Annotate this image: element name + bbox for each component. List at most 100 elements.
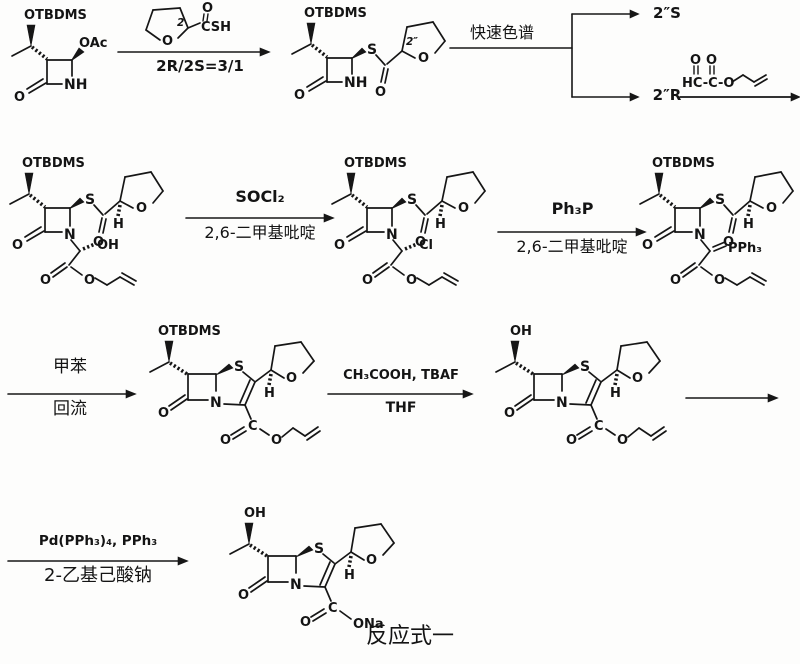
o-label: O [415,235,426,250]
wedge-bond [70,47,85,62]
reaction-arrow-4 [497,227,647,237]
otbdms-label: OTBDMS [652,156,715,171]
o-label: O [670,273,681,288]
h-label: H [743,217,754,232]
arrow-4-reagent: Ph₃P [551,199,594,218]
n-label: N [64,227,76,243]
arrow-3-condition: 2,6-二甲基吡啶 [204,223,316,242]
otbdms-label: OTBDMS [158,324,221,339]
arrow-5-condition: 回流 [53,399,87,419]
arrow-1-condition: 2R/2S=3/1 [156,57,244,75]
reaction-arrow-7 [685,393,779,403]
nh-label: NH [344,75,367,91]
oh-label: OH [244,506,266,521]
ring-o-label: O [418,51,429,66]
ring-o-label: O [136,201,147,216]
ring-o-label: O [366,553,377,568]
c-label: C [248,419,258,434]
hcco-label: HC-C-O [682,76,734,91]
otbdms-label: OTBDMS [24,8,87,23]
pph3-label: PPh₃ [728,241,762,256]
arrow-2-reagent: 快速色谱 [469,23,534,42]
s-label: S [715,192,725,208]
o-label: O [158,406,169,421]
ester-o-label: O [617,433,628,448]
h-label: H [435,217,446,232]
reaction-arrow-1 [117,47,271,57]
s-label: S [314,541,324,557]
c-label: C [328,601,338,616]
isomer-2r-label: 2″R [652,86,682,104]
structure-penem-sodium-salt: OH N O S O H C O ONa [229,506,395,632]
o-label: O [14,90,25,105]
reaction-arrow-8 [7,556,189,566]
c-label: C [594,419,604,434]
ring-o-label: O [286,371,297,386]
n-label: N [556,395,568,411]
ring-o-label: O [632,371,643,386]
o-label: O [642,238,653,253]
position-2-label: 2 [177,17,184,29]
ring-o-label: O [458,201,469,216]
n-label: N [210,395,222,411]
s-label: S [234,359,244,375]
o-label: O [566,433,577,448]
s-label: S [407,192,417,208]
oh-label: OH [510,324,532,339]
wedge-bond [26,24,36,47]
o-label: O [93,235,104,250]
o-label: O [40,273,51,288]
carbonyl-o-label: O [202,1,213,16]
structure-phosphorane-azetidinone: OTBDMS N O S O O H PPh₃ O O [639,156,794,288]
o-label: O [690,53,701,68]
arrow-6-condition: THF [385,400,417,416]
o-label: O [300,615,311,630]
h-label: H [113,217,124,232]
h-label: H [264,386,275,401]
structure-acetoxy-azetidinone: OTBDMS NH O OAc [11,8,107,105]
position-2pp-label: 2″ [406,36,418,48]
n-label: N [290,577,302,593]
arrow-6-reagent: CH₃COOH, TBAF [343,368,459,383]
oh-label: OH [97,238,119,253]
structure-chloro-ester-azetidinone: OTBDMS N O S O O H Cl O O [331,156,486,288]
ona-label: ONa [353,617,384,632]
o-label: O [375,85,386,100]
o-label: O [723,235,734,250]
o-label: O [220,433,231,448]
o-label: O [12,238,23,253]
ester-o-label: O [714,273,725,288]
h-label: H [610,386,621,401]
ester-o-label: O [271,433,282,448]
structure-hydroxy-ester-azetidinone: OTBDMS N O S O O H OH O O [9,156,164,288]
branch-arrows [449,9,640,102]
ring-o-label: O [162,34,173,49]
arrow-8-condition: 2-乙基己酸钠 [44,565,152,586]
o-label: O [334,238,345,253]
otbdms-label: OTBDMS [344,156,407,171]
o-label: O [362,273,373,288]
n-label: N [694,227,706,243]
structure-penem-hydroxy-allyl-ester: OH N O S O H C O O [495,324,667,448]
hashed-bond [30,45,49,61]
n-label: N [386,227,398,243]
arrow-3-reagent: SOCl₂ [235,187,285,206]
o-label: O [706,53,717,68]
nh-label: NH [64,77,87,93]
otbdms-label: OTBDMS [304,6,367,21]
ring-o-label: O [766,201,777,216]
structure-penem-otbdms-allyl-ester: OTBDMS N O S O H C O O [149,324,321,448]
oac-label: OAc [79,36,107,51]
s-label: S [580,359,590,375]
reaction-arrow-3 [185,213,335,223]
ester-o-label: O [84,273,95,288]
o-label: O [294,88,305,103]
structure-thioester-azetidinone: OTBDMS NH O S O O 2″ [291,6,446,103]
o-label: O [238,588,249,603]
cl-label: Cl [419,238,433,253]
arrow-4-condition: 2,6-二甲基吡啶 [516,237,628,256]
isomer-2s-label: 2″S [653,4,681,22]
reaction-arrow-5 [7,389,137,399]
structure-thf-thioacid: O 2 O CSH [145,1,231,49]
otbdms-label: OTBDMS [22,156,85,171]
